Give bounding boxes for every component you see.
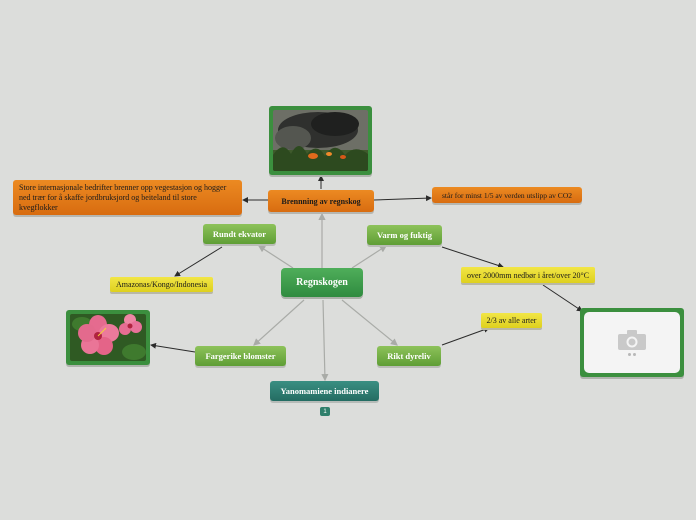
branch-rundt-ekvator[interactable]: Rundt ekvator: [203, 224, 276, 244]
link-root-fargerike: [253, 299, 305, 346]
collapsed-children-badge[interactable]: 1: [320, 407, 330, 416]
branch-varm-og-fuktig-label: Varm og fuktig: [377, 230, 432, 240]
branch-brenning-label: Brennning av regnskog: [281, 196, 361, 206]
branch-fargerike-blomster-label: Fargerike blomster: [205, 351, 276, 361]
link-root-varm: [351, 245, 388, 269]
branch-fargerike-blomster[interactable]: Fargerike blomster: [195, 346, 286, 366]
root-node-label: Regnskogen: [296, 277, 348, 288]
note-arter-text: 2/3 av alle arter: [486, 316, 537, 325]
forest-fire-illustration: [273, 110, 368, 171]
root-node[interactable]: Regnskogen: [281, 268, 363, 297]
camera-icon: [618, 329, 646, 350]
link-root-ekvator: [257, 245, 294, 269]
link-root-yanomamiene: [321, 299, 329, 382]
image-placeholder: [584, 312, 680, 373]
forest-fire-photo: [273, 110, 368, 171]
branch-brenning[interactable]: Brennning av regnskog: [268, 190, 374, 212]
link-nedbor-empty: [542, 284, 583, 312]
link-varm-nedbor: [441, 246, 504, 269]
note-nedbor-text: over 2000mm nedbør i året/over 20°C: [466, 270, 590, 280]
hibiscus-flower-photo: [70, 314, 146, 361]
link-root-dyreliv: [341, 299, 398, 346]
note-arter[interactable]: 2/3 av alle arter: [481, 313, 542, 328]
branch-yanomamiene-label: Yanomamiene indianere: [280, 386, 369, 396]
branch-rikt-dyreliv-label: Rikt dyreliv: [387, 351, 431, 361]
note-co2-text: står for minst 1/5 av verden utslipp av …: [442, 190, 572, 200]
note-bedrifter-text: Store internasjonale bedrifter brenner o…: [19, 182, 227, 212]
branch-rundt-ekvator-label: Rundt ekvator: [212, 229, 267, 239]
hibiscus-illustration: [70, 314, 146, 361]
branch-rikt-dyreliv[interactable]: Rikt dyreliv: [377, 346, 441, 366]
note-nedbor[interactable]: over 2000mm nedbør i året/over 20°C: [461, 267, 595, 283]
link-ekvator-amazonas: [174, 246, 223, 277]
hibiscus-image-frame[interactable]: [66, 310, 150, 365]
forest-fire-image-frame[interactable]: [269, 106, 372, 175]
link-fargerike-flower: [150, 342, 196, 353]
link-brenning-co2: [373, 195, 432, 202]
collapsed-children-count: 1: [323, 408, 327, 415]
note-amazonas-text: Amazonas/Kongo/Indonesia: [115, 280, 208, 289]
note-bedrifter[interactable]: Store internasjonale bedrifter brenner o…: [13, 180, 242, 215]
link-dyreliv-arter: [441, 326, 490, 346]
note-amazonas[interactable]: Amazonas/Kongo/Indonesia: [110, 277, 213, 292]
placeholder-dots: [628, 352, 636, 356]
empty-image-frame[interactable]: [580, 308, 684, 377]
branch-varm-og-fuktig[interactable]: Varm og fuktig: [367, 225, 442, 245]
branch-yanomamiene[interactable]: Yanomamiene indianere: [270, 381, 379, 401]
note-co2[interactable]: står for minst 1/5 av verden utslipp av …: [432, 187, 582, 203]
